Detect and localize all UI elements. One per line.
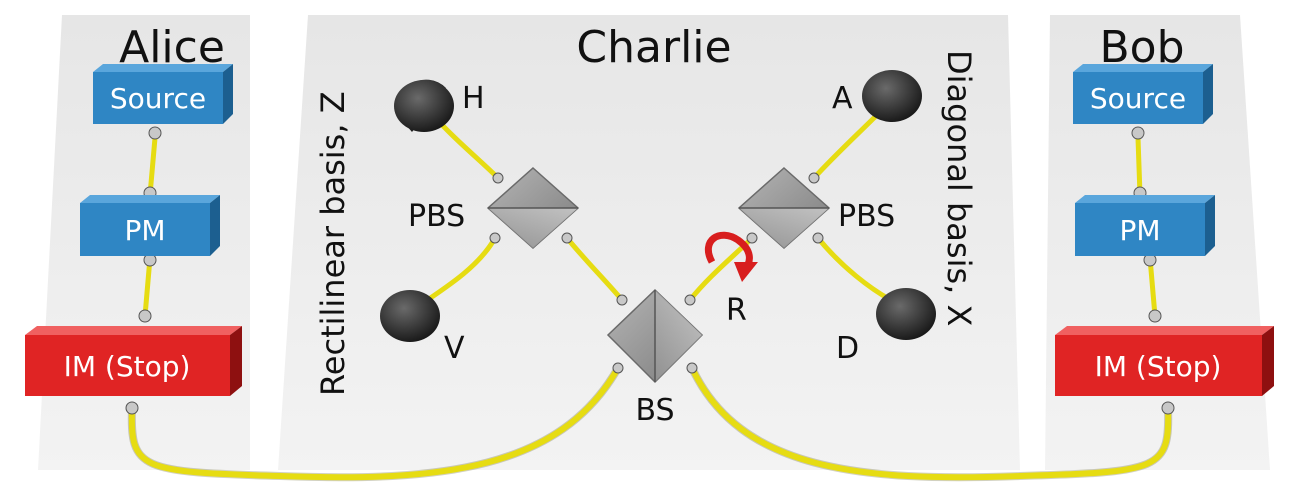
alice-fibers	[142, 137, 158, 317]
detector-v	[380, 290, 440, 342]
fiber-alice-to-bs-core	[128, 366, 621, 481]
alice-source-module: Source	[93, 64, 233, 124]
alice-im-module: IM (Stop)	[25, 326, 242, 396]
alice-title: Alice	[119, 22, 225, 73]
detector-d	[876, 288, 936, 340]
bob-fibers	[1135, 137, 1158, 317]
charlie-panel	[278, 15, 1020, 470]
bob-im-label: IM (Stop)	[1095, 350, 1222, 383]
detector-h	[394, 79, 454, 132]
left-pbs-cube	[486, 166, 580, 250]
label-h: H	[462, 81, 485, 116]
bob-source-label: Source	[1090, 82, 1186, 115]
label-a: A	[832, 81, 853, 116]
rotator-arrow-icon	[704, 231, 758, 282]
detector-a	[862, 70, 922, 122]
label-bs: BS	[635, 393, 674, 428]
rectilinear-basis-label: Rectilinear basis, Z	[314, 91, 352, 396]
alice-im-label: IM (Stop)	[64, 350, 191, 383]
alice-source-label: Source	[110, 82, 206, 115]
fiber-bob-to-bs-core	[689, 366, 1172, 481]
label-r: R	[726, 293, 747, 328]
right-pbs-cube	[737, 166, 831, 250]
diagonal-basis-label: Diagonal basis, X	[940, 50, 978, 326]
connectors	[125, 126, 1175, 415]
bob-pm-module: PM	[1075, 195, 1215, 256]
bob-title: Bob	[1099, 22, 1184, 73]
bob-im-module: IM (Stop)	[1055, 326, 1274, 396]
label-pbs-right: PBS	[838, 199, 895, 234]
alice-pm-module: PM	[80, 195, 220, 256]
label-pbs-left: PBS	[408, 199, 465, 234]
bob-pm-label: PM	[1119, 214, 1160, 247]
label-d: D	[836, 331, 859, 366]
label-v: V	[444, 331, 465, 366]
bs-cube	[606, 288, 704, 384]
alice-pm-label: PM	[124, 214, 165, 247]
charlie-title: Charlie	[576, 22, 731, 73]
bob-source-module: Source	[1073, 64, 1213, 124]
